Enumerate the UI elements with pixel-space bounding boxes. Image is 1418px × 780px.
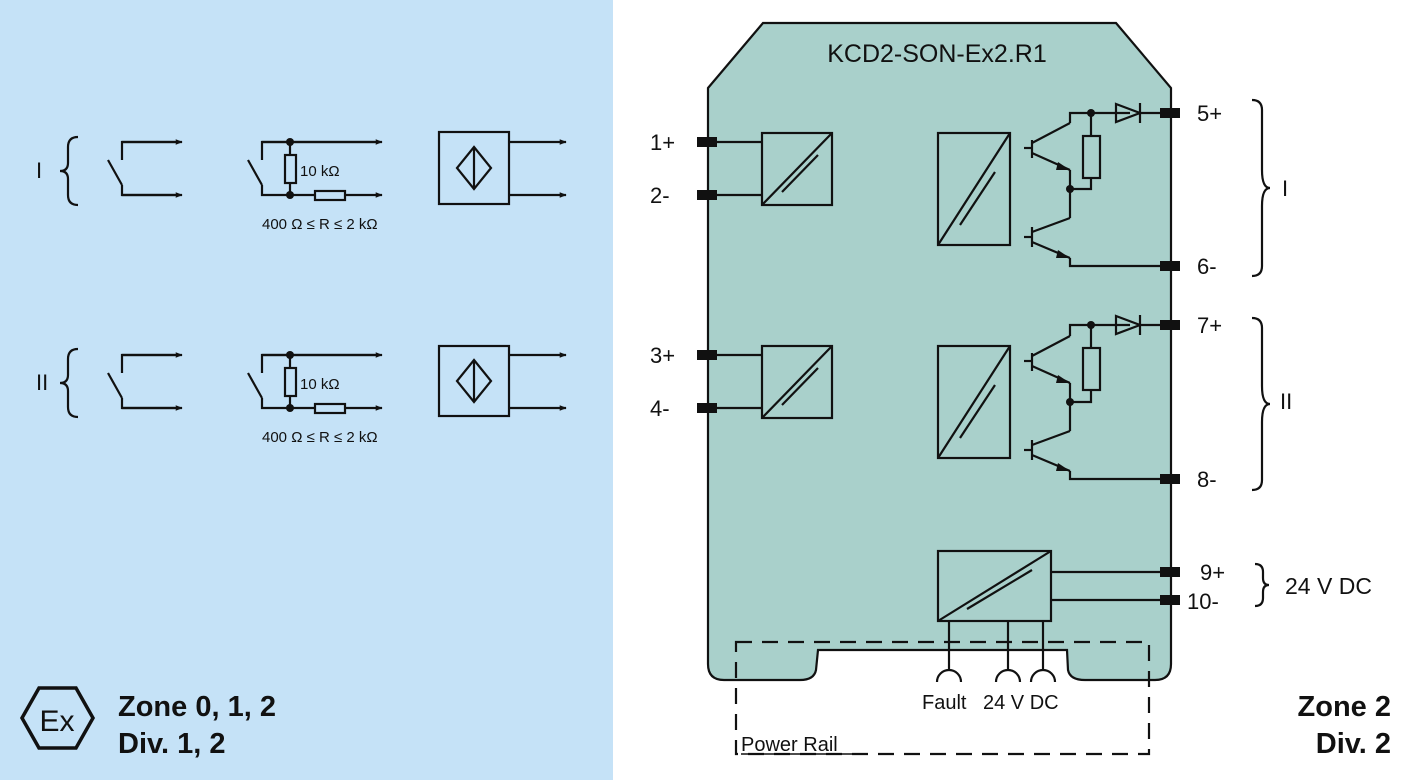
- safe-zone-text: Zone 2: [1298, 691, 1391, 723]
- proximity-sensor-icon: [437, 130, 511, 206]
- power-rail-label: Power Rail: [741, 734, 838, 756]
- terminal-6: [1160, 261, 1180, 271]
- channel-1-field-devices: [59, 130, 567, 207]
- terminal-9: [1160, 567, 1180, 577]
- terminal-10: [1160, 595, 1180, 605]
- brace-icon: [59, 347, 79, 419]
- supply-connector-icon: [1029, 668, 1057, 683]
- channel-1-resistor-range: 400 Ω ≤ R ≤ 2 kΩ: [262, 216, 378, 233]
- output-isolator-1: [936, 131, 1012, 247]
- brace-icon: [59, 135, 79, 207]
- terminal-1: [697, 137, 717, 147]
- hazardous-div-text: Div. 1, 2: [118, 728, 225, 760]
- fault-connector-icon: [935, 668, 963, 683]
- output-isolator-2: [936, 344, 1012, 460]
- terminal-label-4: 4-: [650, 396, 670, 421]
- power-supply-isolator: [936, 549, 1053, 623]
- ex-hexagon-icon: Ex: [19, 686, 96, 750]
- channel-2-label: II: [36, 370, 48, 395]
- brace-icon: [1251, 98, 1271, 278]
- channel-1-resistor-parallel: 10 kΩ: [300, 163, 340, 180]
- input-isolator-2: [760, 344, 834, 420]
- terminal-7: [1160, 320, 1180, 330]
- brace-icon: [1254, 562, 1270, 608]
- terminal-label-7: 7+: [1197, 313, 1222, 338]
- terminal-8: [1160, 474, 1180, 484]
- output-group-2-label: II: [1280, 389, 1292, 414]
- device-model-title: KCD2-SON-Ex2.R1: [827, 40, 1047, 68]
- supply-bus-label: 24 V DC: [983, 692, 1059, 714]
- supply-connector-icon: [994, 668, 1022, 683]
- terminal-5: [1160, 108, 1180, 118]
- brace-icon: [1251, 316, 1271, 492]
- terminal-label-6: 6-: [1197, 254, 1217, 279]
- safe-div-text: Div. 2: [1316, 728, 1391, 760]
- terminal-label-10: 10-: [1187, 589, 1219, 614]
- terminal-2: [697, 190, 717, 200]
- terminal-label-1: 1+: [650, 130, 675, 155]
- fault-label: Fault: [922, 692, 967, 714]
- terminal-label-9: 9+: [1200, 560, 1225, 585]
- power-rail-outline: [734, 640, 1151, 756]
- input-isolator-1: [760, 131, 834, 207]
- hazardous-area-panel: [0, 0, 613, 780]
- output-group-1-label: I: [1282, 176, 1288, 201]
- ex-symbol-text: Ex: [39, 705, 74, 738]
- terminal-3: [697, 350, 717, 360]
- terminal-label-3: 3+: [650, 343, 675, 368]
- terminal-4: [697, 403, 717, 413]
- device-housing: [706, 21, 1173, 682]
- channel-1-label: I: [36, 158, 42, 183]
- hazardous-zone-text: Zone 0, 1, 2: [118, 691, 276, 723]
- supply-group-label: 24 V DC: [1285, 573, 1372, 599]
- terminal-label-2: 2-: [650, 183, 670, 208]
- proximity-sensor-icon: [437, 344, 511, 418]
- channel-2-resistor-range: 400 Ω ≤ R ≤ 2 kΩ: [262, 429, 378, 446]
- terminal-label-8: 8-: [1197, 467, 1217, 492]
- terminal-label-5: 5+: [1197, 101, 1222, 126]
- channel-2-resistor-parallel: 10 kΩ: [300, 376, 340, 393]
- channel-2-field-devices: [59, 344, 567, 419]
